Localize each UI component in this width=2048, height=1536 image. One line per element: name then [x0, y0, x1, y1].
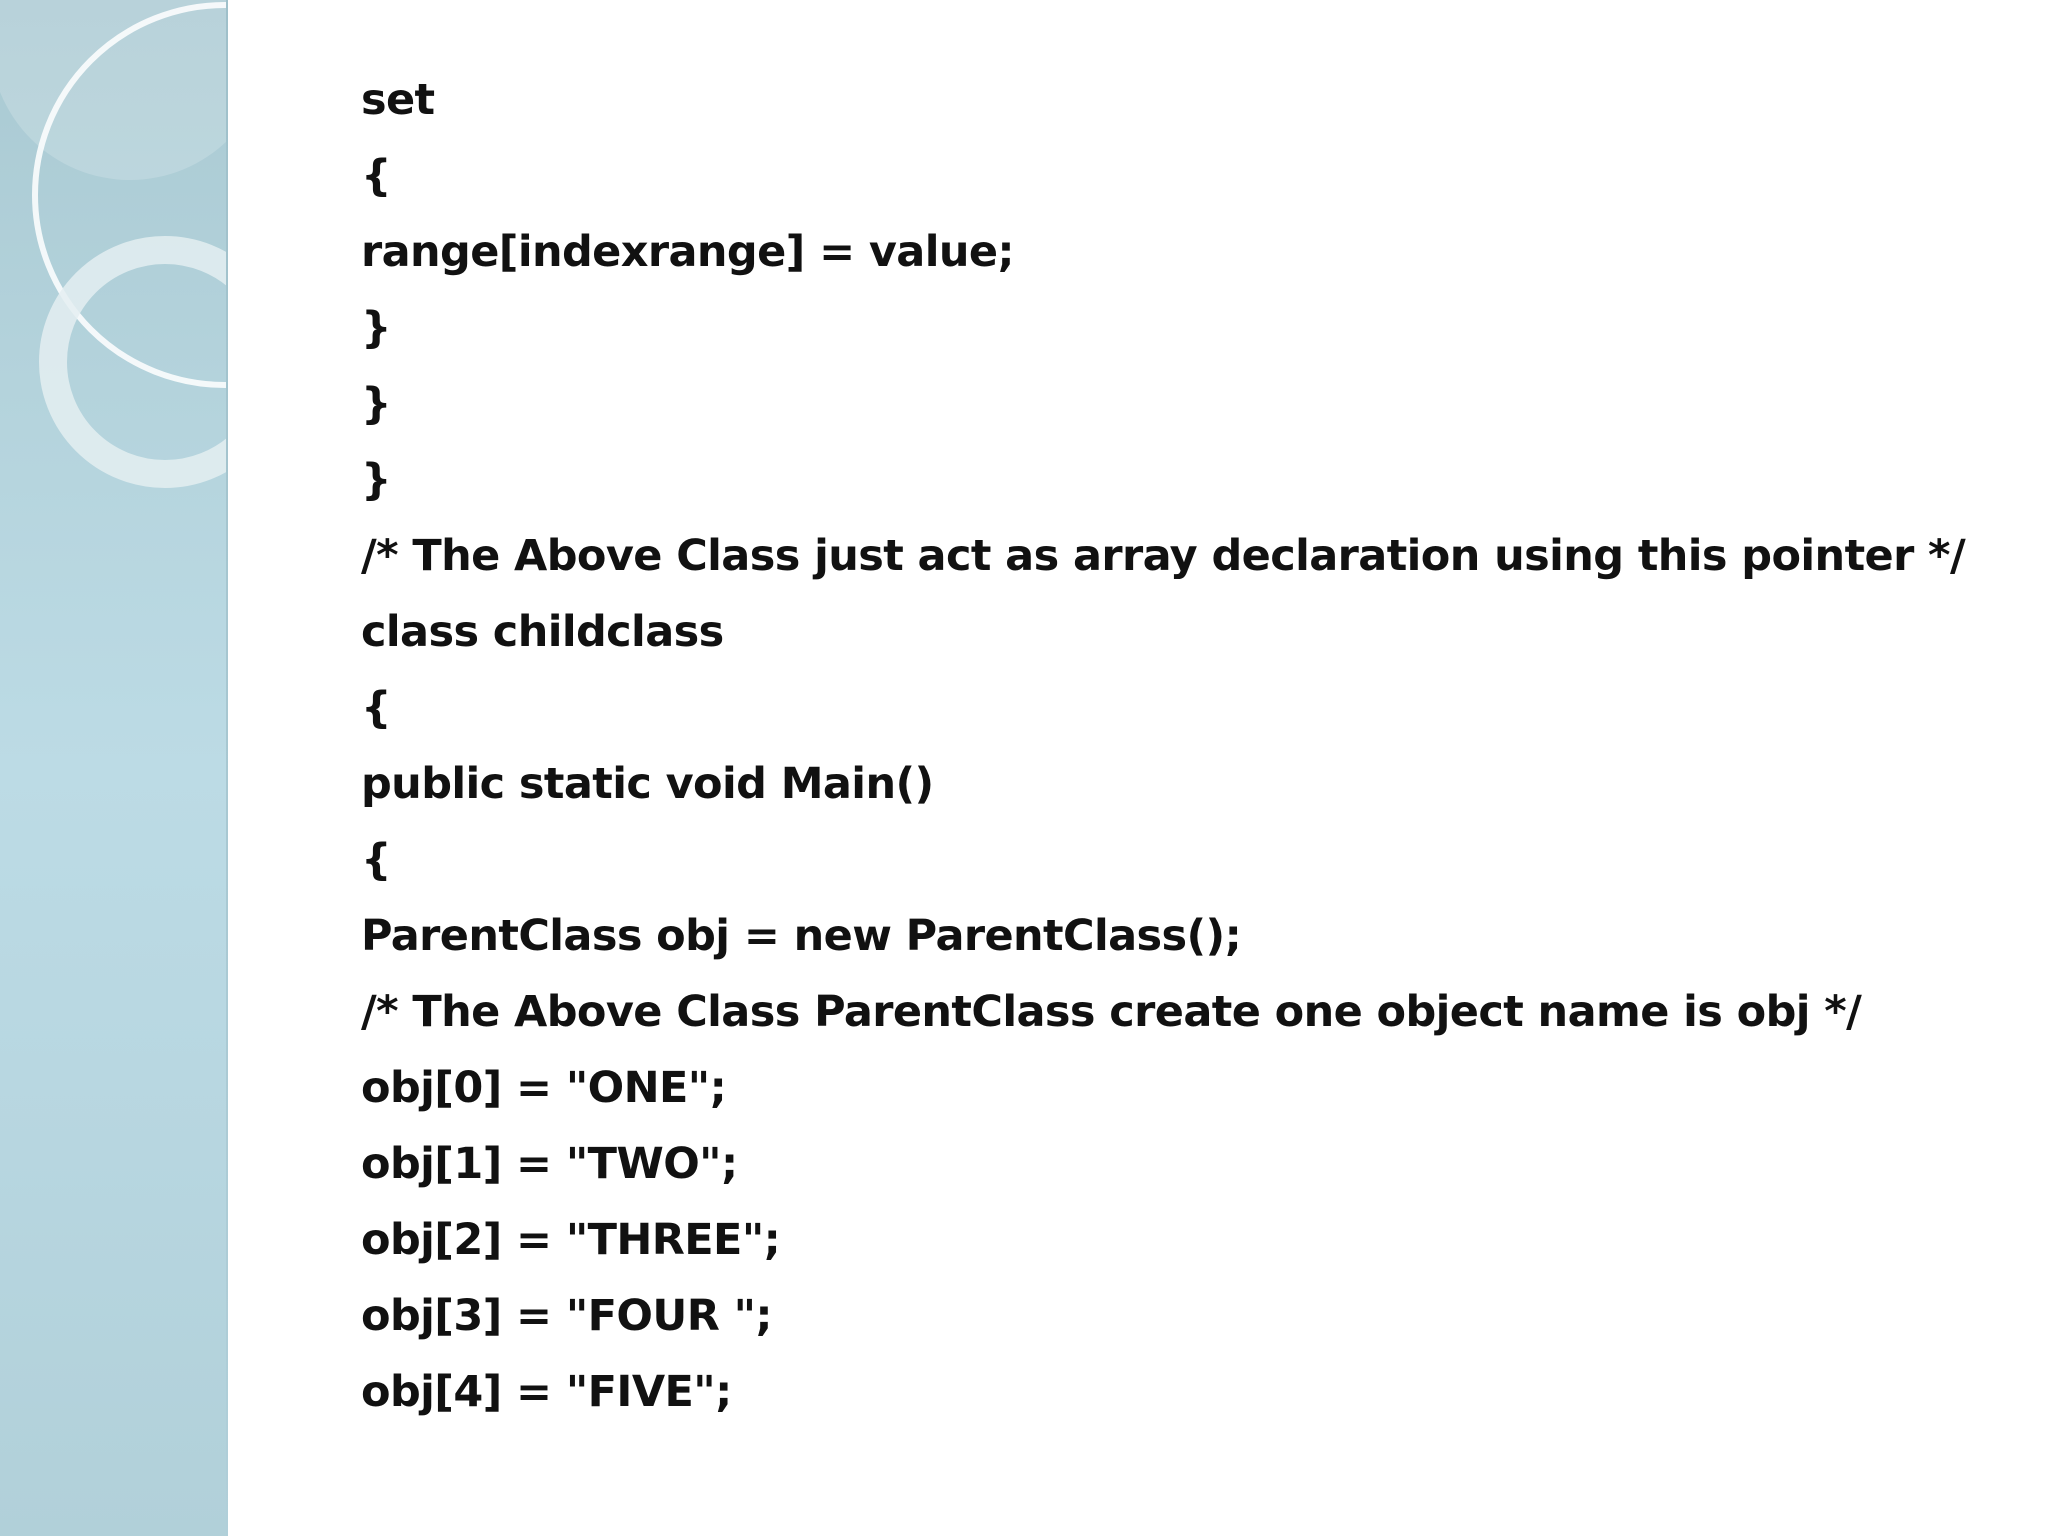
code-line: class childclass: [361, 607, 724, 657]
code-line: }: [361, 455, 392, 505]
sidebar-edge: [226, 0, 228, 1536]
code-line: ParentClass obj = new ParentClass();: [361, 911, 1242, 961]
code-line: {: [361, 151, 392, 201]
code-line: obj[0] = "ONE";: [361, 1063, 727, 1113]
code-block: set { range[indexrange] = value; } } } /…: [361, 62, 1981, 1430]
code-comment: /* The Above Class just act as array dec…: [361, 531, 1966, 581]
deco-circle-filled: [0, 0, 228, 180]
code-line: obj[2] = "THREE";: [361, 1215, 781, 1265]
code-line: {: [361, 683, 392, 733]
code-line: obj[1] = "TWO";: [361, 1139, 738, 1189]
code-line: }: [361, 303, 392, 353]
deco-ring-thick: [39, 236, 228, 488]
code-comment: /* The Above Class ParentClass create on…: [361, 987, 1862, 1037]
code-line: set: [361, 75, 435, 125]
code-line: }: [361, 379, 392, 429]
code-line: obj[4] = "FIVE";: [361, 1367, 732, 1417]
decorative-circles: [0, 0, 228, 488]
code-line: {: [361, 835, 392, 885]
code-line: public static void Main(): [361, 759, 934, 809]
decorative-sidebar: [0, 0, 228, 1536]
code-line: range[indexrange] = value;: [361, 227, 1015, 277]
deco-ring-large: [32, 2, 228, 388]
code-line: obj[3] = "FOUR ";: [361, 1291, 773, 1341]
